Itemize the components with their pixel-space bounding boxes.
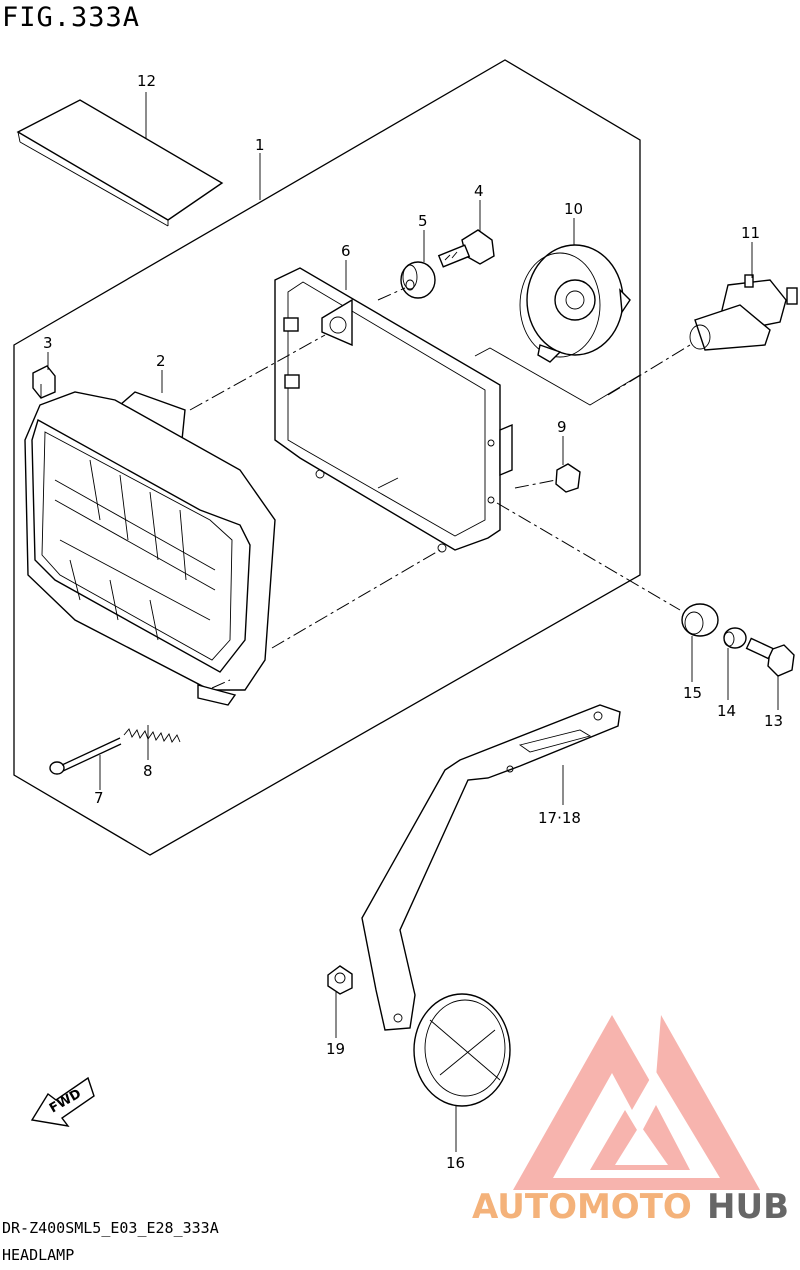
assembly-lines bbox=[189, 287, 691, 689]
headlamp-frame bbox=[274, 267, 513, 553]
callout-4: 4 bbox=[474, 182, 484, 200]
callout-14: 14 bbox=[717, 702, 736, 720]
part-14-collar bbox=[723, 627, 747, 649]
callout-2: 2 bbox=[156, 352, 166, 370]
callout-3: 3 bbox=[43, 334, 53, 352]
part-4-screw bbox=[437, 229, 495, 268]
watermark-text-2: HUB bbox=[707, 1187, 789, 1227]
callout-13: 13 bbox=[764, 712, 783, 730]
part-16-reflector bbox=[413, 993, 511, 1107]
callout-1: 1 bbox=[255, 136, 265, 154]
diagram-section-name: HEADLAMP bbox=[2, 1246, 75, 1264]
part-3-nut bbox=[32, 365, 56, 399]
headlamp-unit bbox=[24, 391, 276, 706]
part-8-spring bbox=[123, 728, 181, 743]
fwd-direction-arrow bbox=[30, 1076, 95, 1127]
callout-17-18: 17·18 bbox=[538, 809, 581, 827]
part-9-clip bbox=[555, 463, 581, 493]
callout-15: 15 bbox=[683, 684, 702, 702]
callout-10: 10 bbox=[564, 200, 583, 218]
part-5-grommet bbox=[400, 261, 436, 299]
part-7-screw bbox=[49, 737, 122, 775]
part-10-socket-cover bbox=[519, 244, 631, 363]
part-17-18-bracket bbox=[361, 704, 621, 1031]
callout-11: 11 bbox=[741, 224, 760, 242]
diagram-model-code: DR-Z400SML5_E03_E28_333A bbox=[2, 1219, 219, 1237]
assembly-outline bbox=[13, 59, 641, 856]
callout-19: 19 bbox=[326, 1040, 345, 1058]
lens-pattern bbox=[54, 459, 216, 641]
figure-title: FIG.333A bbox=[2, 2, 141, 33]
callout-16: 16 bbox=[446, 1154, 465, 1172]
callout-5: 5 bbox=[418, 212, 428, 230]
label-sheet bbox=[16, 99, 224, 227]
callout-12: 12 bbox=[137, 72, 156, 90]
leader-lines bbox=[47, 92, 779, 1152]
callout-8: 8 bbox=[143, 762, 153, 780]
part-11-bulb bbox=[689, 274, 798, 351]
part-19-nut bbox=[327, 965, 353, 995]
part-13-bolt bbox=[745, 637, 795, 677]
watermark-text-1: AUTOMOTO bbox=[472, 1187, 692, 1227]
part-15-grommet bbox=[681, 603, 719, 637]
callout-7: 7 bbox=[94, 789, 104, 807]
outline-inner-edge bbox=[474, 347, 641, 406]
callout-9: 9 bbox=[557, 418, 567, 436]
watermark-logo bbox=[513, 1015, 760, 1190]
callout-6: 6 bbox=[341, 242, 351, 260]
